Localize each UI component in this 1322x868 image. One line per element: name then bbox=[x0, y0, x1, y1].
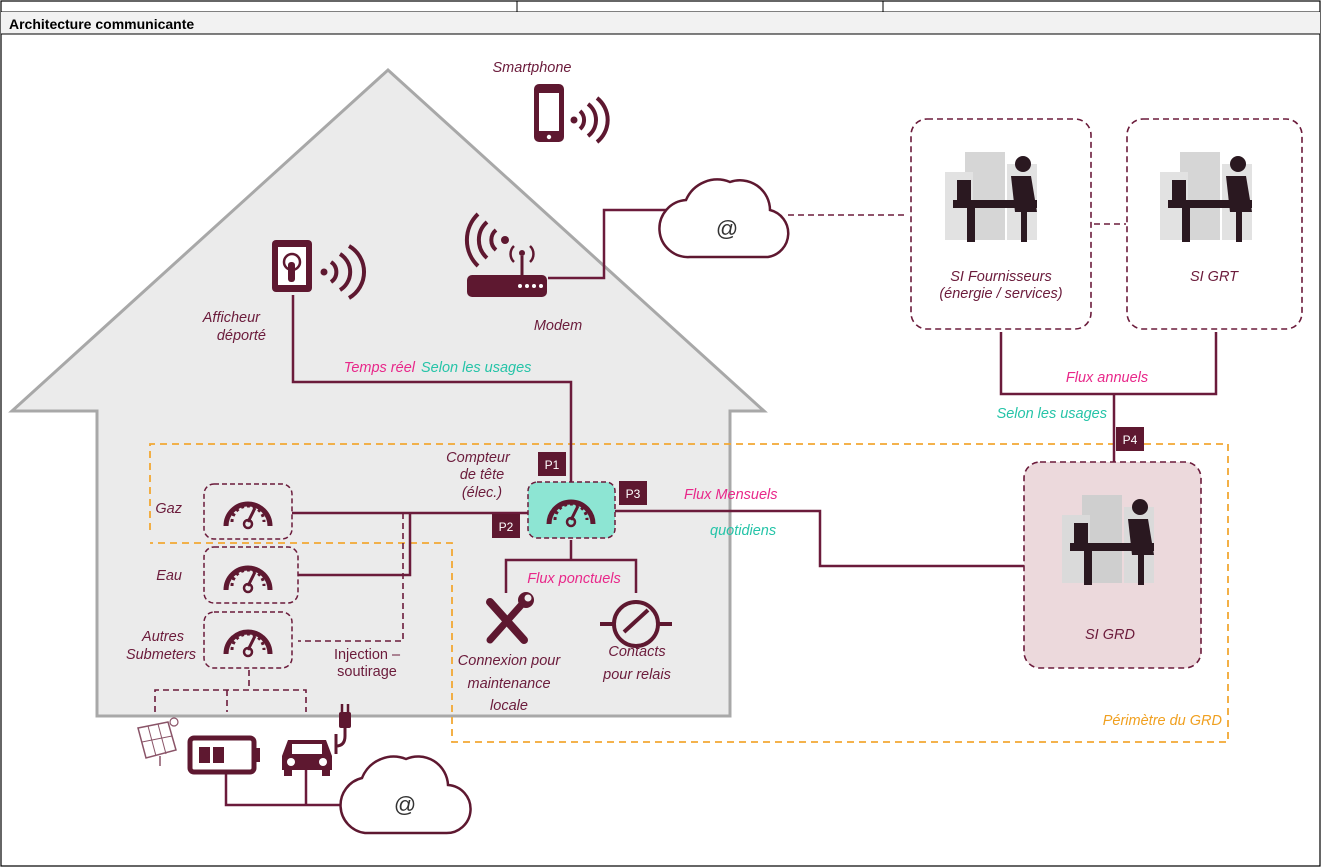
gas-label: Gaz bbox=[155, 501, 182, 517]
modem-cloud-link bbox=[548, 208, 670, 280]
house-shape bbox=[8, 67, 768, 718]
cloud-at-symbol: @ bbox=[716, 216, 738, 241]
main-meter-label-3: (élec.) bbox=[462, 485, 502, 501]
supplier-office-icon bbox=[945, 152, 1037, 242]
injection-link bbox=[298, 513, 404, 642]
relay-switch-icon bbox=[600, 600, 672, 648]
annual-flow-link bbox=[999, 332, 1218, 396]
wrench-screwdriver-icon bbox=[486, 592, 534, 644]
port-p1-label: P1 bbox=[545, 458, 560, 472]
port-p1: P1 bbox=[538, 452, 566, 476]
submeter-label-2: Submeters bbox=[126, 647, 196, 663]
main-meter-gauge-icon bbox=[546, 499, 596, 528]
port-p2: P2 bbox=[492, 514, 520, 538]
maintenance-label-1: Connexion pour bbox=[458, 653, 562, 669]
modem-icon bbox=[464, 212, 547, 297]
devices-bracket bbox=[154, 689, 307, 712]
internet-cloud-icon bbox=[658, 178, 790, 259]
port-p4: P4 bbox=[1116, 427, 1144, 451]
water-label: Eau bbox=[156, 568, 182, 584]
battery-cloud-link bbox=[224, 770, 344, 807]
grd-office-icon bbox=[1062, 495, 1154, 585]
selon-usages-left-label: Selon les usages bbox=[421, 360, 531, 376]
annual-flow-label: Flux annuels bbox=[1066, 370, 1148, 386]
port-p3: P3 bbox=[619, 481, 647, 505]
selon-usages-right-label: Selon les usages bbox=[997, 406, 1107, 422]
perimeter-label: Périmètre du GRD bbox=[1103, 713, 1222, 729]
water-meter-gauge-icon bbox=[223, 565, 273, 594]
relay-label-1: Contacts bbox=[608, 644, 665, 660]
water-meter-box bbox=[203, 546, 299, 604]
modem-label: Modem bbox=[534, 318, 582, 334]
diagram-title: Architecture communicante bbox=[9, 16, 194, 32]
gas-meter-box bbox=[203, 483, 293, 540]
realtime-label: Temps réel bbox=[344, 360, 416, 376]
afficheur-label-2: déporté bbox=[217, 328, 266, 344]
supplier-label-2: (énergie / services) bbox=[939, 286, 1062, 302]
maintenance-label-3: locale bbox=[490, 698, 528, 714]
main-meter-box bbox=[527, 481, 616, 539]
monthly-flow-label: Flux Mensuels bbox=[684, 487, 777, 503]
main-meter-label-1: Compteur bbox=[446, 450, 511, 466]
grd-label: SI GRD bbox=[1085, 627, 1135, 643]
remote-display-icon bbox=[272, 240, 367, 300]
submeter-box bbox=[203, 611, 293, 669]
gas-meter-gauge-icon bbox=[223, 501, 273, 530]
submeter-label-1: Autres bbox=[141, 629, 184, 645]
grt-office-icon bbox=[1160, 152, 1252, 242]
main-meter-label-2: de tête bbox=[460, 467, 504, 483]
daily-flow-label: quotidiens bbox=[710, 523, 776, 539]
device-cloud-at-symbol: @ bbox=[394, 792, 416, 817]
port-p3-label: P3 bbox=[626, 487, 641, 501]
header-band bbox=[1, 12, 1320, 34]
supplier-label-1: SI Fournisseurs bbox=[950, 269, 1052, 285]
relay-label-2: pour relais bbox=[602, 667, 671, 683]
injection-label-2: soutirage bbox=[337, 664, 397, 680]
port-p2-label: P2 bbox=[499, 520, 514, 534]
smartphone-label: Smartphone bbox=[493, 60, 572, 76]
grt-label: SI GRT bbox=[1190, 269, 1239, 285]
tools-bracket bbox=[504, 558, 638, 593]
device-cloud-icon bbox=[339, 755, 472, 835]
smartphone-icon bbox=[534, 84, 610, 144]
eau-link bbox=[298, 513, 412, 577]
ev-car-icon bbox=[282, 704, 351, 776]
afficheur-label-1: Afficheur bbox=[202, 310, 261, 326]
battery-icon bbox=[187, 735, 260, 775]
submeter-gauge-icon bbox=[223, 629, 273, 658]
afficheur-link bbox=[291, 295, 573, 482]
grd-link bbox=[615, 509, 1024, 568]
maintenance-label-2: maintenance bbox=[467, 676, 550, 692]
grd-perimeter bbox=[149, 443, 1229, 743]
solar-panel-icon bbox=[137, 717, 179, 766]
port-p4-label: P4 bbox=[1123, 433, 1138, 447]
injection-label-1: Injection – bbox=[334, 647, 401, 663]
punctual-flow-label: Flux ponctuels bbox=[527, 571, 621, 587]
